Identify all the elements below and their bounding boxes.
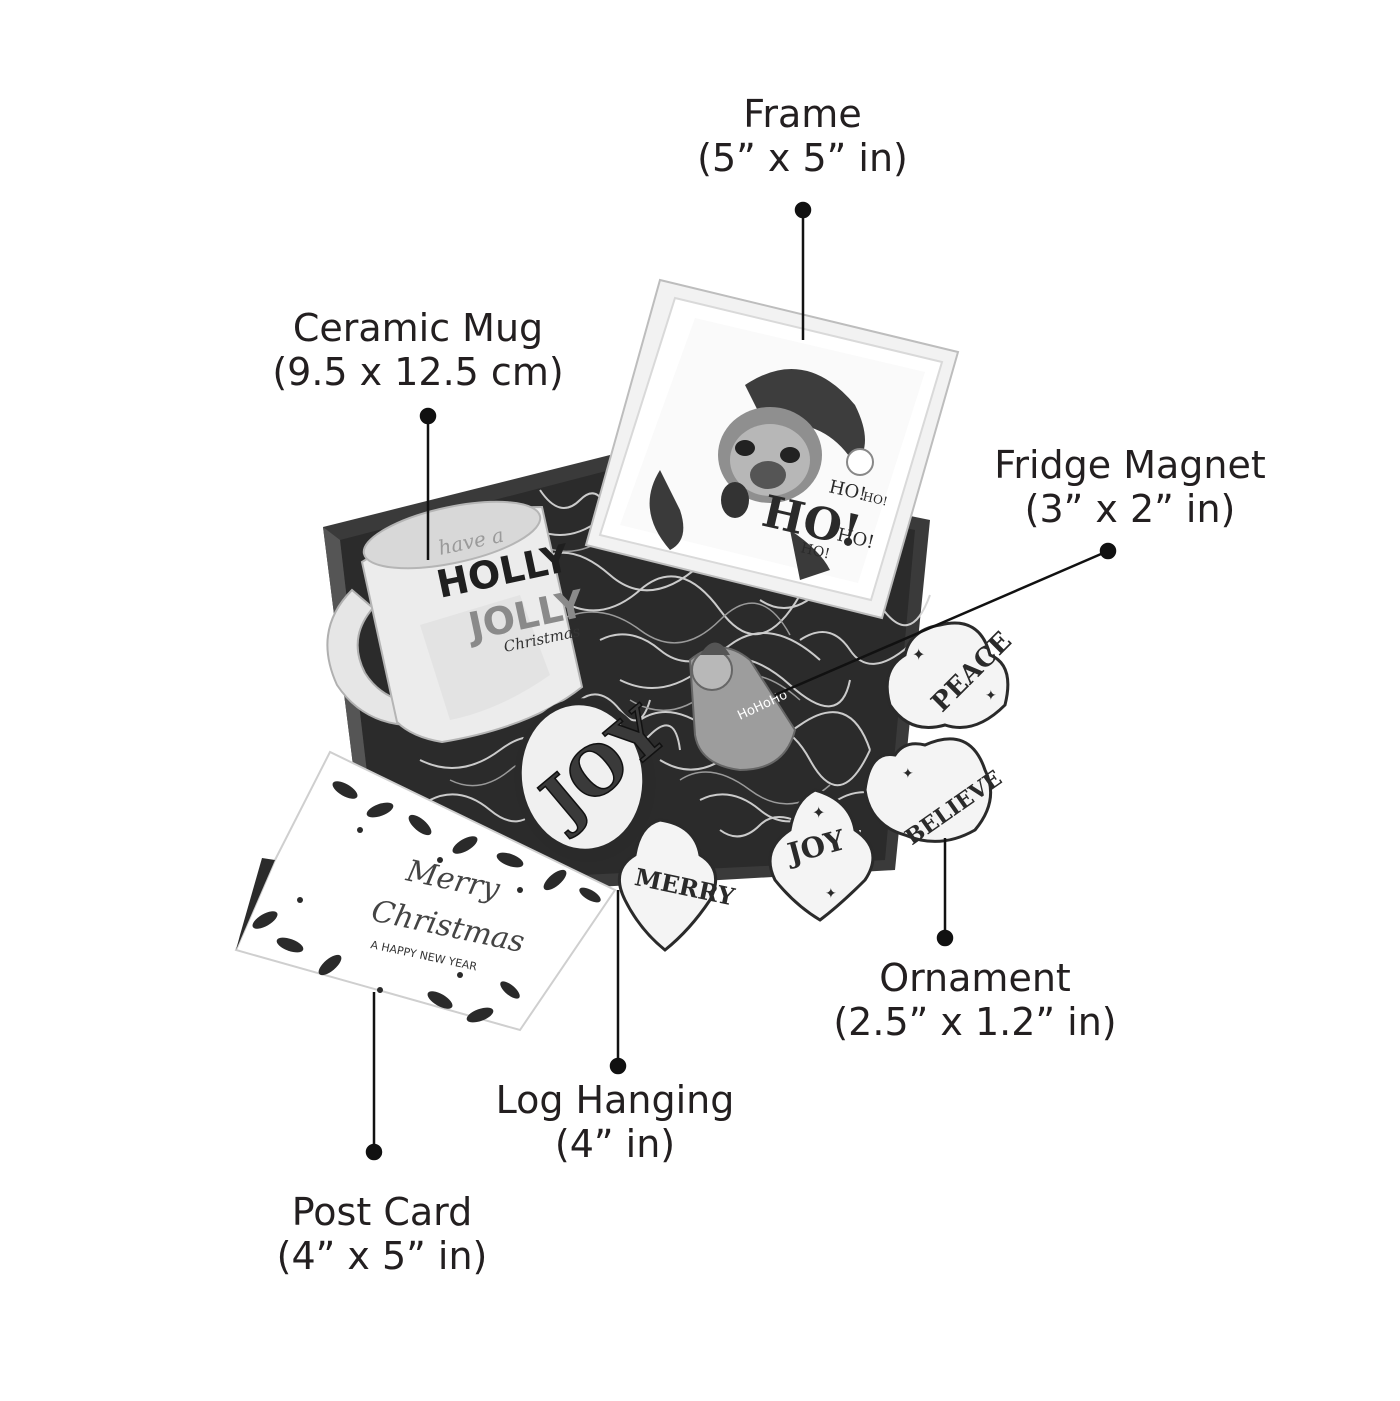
svg-text:✦: ✦ [812, 803, 825, 822]
post-card: Merry Christmas A HAPPY NEW YEAR [234, 750, 617, 1032]
fridge-magnet: HoHoHo [688, 642, 797, 772]
log-callout: Log Hanging (4” in) [470, 1078, 760, 1166]
magnet-callout: Fridge Magnet (3” x 2” in) [975, 443, 1285, 531]
frame-name: Frame [743, 92, 862, 136]
log-name: Log Hanging [495, 1078, 735, 1122]
ornament-merry: MERRY [617, 818, 738, 952]
magnet-leader-dot [1099, 542, 1117, 560]
ornament-joy: JOY ✦ ✦ [768, 788, 875, 922]
mug-size: (9.5 x 12.5 cm) [272, 350, 564, 394]
ornament-peace: PEACE ✦ ✦ [885, 621, 1018, 729]
photo-frame: HO! HO! HO! HO! HO! [584, 278, 960, 620]
log-size: (4” in) [554, 1122, 676, 1166]
svg-text:✦: ✦ [985, 688, 997, 704]
frame-size: (5” x 5” in) [697, 136, 908, 180]
magnet-size: (3” x 2” in) [1024, 487, 1236, 531]
ornament-leader-dot [936, 929, 954, 947]
postcard-name: Post Card [291, 1190, 473, 1234]
postcard-callout: Post Card (4” x 5” in) [262, 1190, 502, 1278]
ornament-name: Ornament [879, 956, 1071, 1000]
log-leader-dot [609, 1057, 627, 1075]
ornament-size: (2.5” x 1.2” in) [833, 1000, 1117, 1044]
ornament-callout: Ornament (2.5” x 1.2” in) [825, 956, 1125, 1044]
mug-callout: Ceramic Mug (9.5 x 12.5 cm) [258, 306, 578, 394]
postcard-leader-dot [365, 1143, 383, 1161]
svg-text:✦: ✦ [902, 766, 914, 782]
ornament-believe: BELIEVE ✦ [863, 737, 1007, 851]
svg-text:✦: ✦ [912, 645, 925, 664]
frame-ho-2: HO! [861, 489, 889, 508]
callout-leaders [365, 201, 1117, 1161]
magnet-name: Fridge Magnet [994, 443, 1266, 487]
frame-ho-4: HO! [799, 540, 831, 562]
mug-leader-dot [419, 407, 437, 425]
postcard-size: (4” x 5” in) [276, 1234, 488, 1278]
frame-leader-dot [794, 201, 812, 219]
frame-callout: Frame (5” x 5” in) [680, 92, 925, 180]
svg-text:✦: ✦ [825, 886, 837, 902]
mug-name: Ceramic Mug [292, 306, 544, 350]
